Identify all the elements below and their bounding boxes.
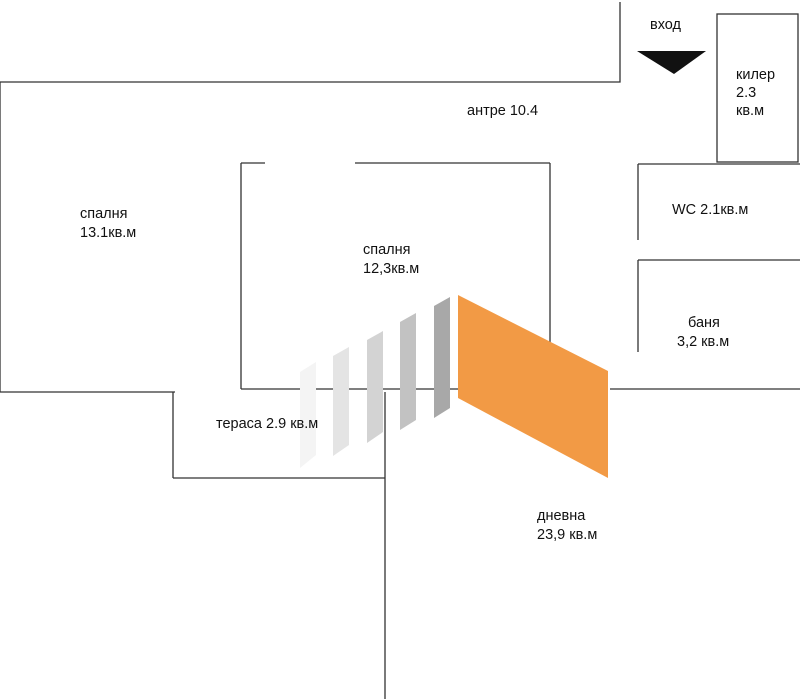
bedroom-center-name: спалня — [363, 242, 411, 258]
bedroom-center-label: спалня 12,3кв.м — [363, 242, 419, 277]
stair-stripe-1 — [300, 362, 316, 468]
entrance-label: вход — [650, 17, 682, 33]
closet-area-value: 2.3 — [736, 85, 756, 101]
closet-label: килер 2.3 кв.м — [736, 67, 779, 119]
bedroom-left-area: 13.1кв.м — [80, 225, 136, 241]
closet-outline — [716, 13, 799, 163]
stair-stripe-4 — [400, 313, 416, 430]
wc-bath-walls — [610, 163, 800, 390]
terrace-label: тераса 2.9 кв.м — [216, 416, 318, 432]
bedroom-left-label: спалня 13.1кв.м — [80, 206, 136, 241]
orange-highlight — [458, 295, 608, 478]
bedroom-center-area: 12,3кв.м — [363, 261, 419, 277]
bathroom-label: баня 3,2 кв.м — [677, 315, 729, 350]
stair-stripe-2 — [333, 347, 349, 456]
living-room-name: дневна — [537, 508, 586, 524]
stair-stripe-3 — [367, 331, 383, 443]
bathroom-name: баня — [688, 315, 720, 331]
stair-stripes — [300, 297, 450, 468]
closet-name: килер — [736, 67, 775, 83]
entrance-arrow-icon — [637, 51, 706, 74]
wc-label: WC 2.1кв.м — [672, 202, 748, 218]
living-room-area: 23,9 кв.м — [537, 527, 597, 543]
outer-walls — [0, 2, 621, 699]
stair-stripe-5 — [434, 297, 450, 418]
bedroom-left-name: спалня — [80, 206, 128, 222]
closet-area-unit: кв.м — [736, 103, 764, 119]
hallway-label: антре 10.4 — [467, 103, 538, 119]
bathroom-area: 3,2 кв.м — [677, 334, 729, 350]
living-room-label: дневна 23,9 кв.м — [537, 508, 597, 543]
